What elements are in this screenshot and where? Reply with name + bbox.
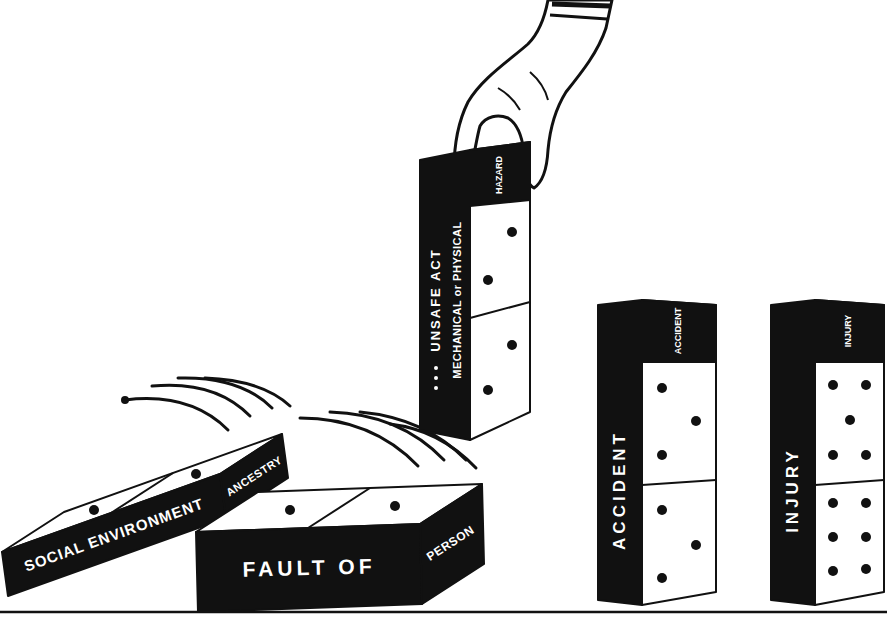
domino-pip	[828, 380, 838, 390]
domino-pip	[657, 450, 667, 460]
cuff-stripe	[552, 4, 610, 6]
cuff-stripe	[550, 15, 607, 19]
domino-side-face	[420, 150, 470, 440]
ellipsis-dot	[434, 366, 438, 370]
domino-pip-face	[642, 300, 716, 605]
domino-divider	[642, 480, 716, 485]
domino-divider	[308, 488, 370, 528]
domino-label: ACCIDENT	[607, 385, 633, 595]
domino-pip	[483, 275, 493, 285]
domino-pip	[507, 227, 517, 237]
motion-line	[178, 378, 272, 408]
domino-pip	[390, 501, 400, 511]
domino-pip	[507, 340, 517, 350]
domino-pip	[657, 383, 667, 393]
domino-pip	[828, 532, 838, 542]
domino-pip	[657, 505, 667, 515]
domino-divider	[470, 302, 530, 318]
motion-line	[125, 399, 228, 430]
domino-label: UNSAFE ACT	[427, 235, 445, 365]
domino-top-cap	[642, 300, 716, 362]
domino-pip	[828, 498, 838, 508]
domino-label: INJURY	[842, 303, 856, 359]
domino-pip	[861, 498, 871, 508]
domino: UNSAFE ACTMECHANICAL or PHYSICAL HAZARD	[415, 140, 535, 445]
domino-front-face	[2, 474, 226, 596]
domino: INJURY INJURY	[767, 296, 887, 610]
motion-mark	[121, 396, 129, 404]
domino-side-face	[598, 300, 642, 605]
knuckle-line	[498, 88, 520, 110]
knuckle-line	[530, 72, 548, 100]
domino-label: FAULT OF	[204, 545, 415, 590]
domino-pip	[845, 415, 855, 425]
domino-label: ACCIDENT	[672, 303, 686, 359]
domino-side-face	[771, 300, 815, 605]
domino-pip-face	[815, 300, 884, 605]
domino-pip	[483, 385, 493, 395]
domino-top-cap	[470, 142, 530, 206]
domino: ACCIDENT ACCIDENT	[594, 296, 720, 610]
domino: FAULT OFPERSON	[190, 478, 490, 618]
ellipsis-dot	[434, 386, 438, 390]
domino-pip	[861, 532, 871, 542]
domino-pip	[657, 573, 667, 583]
motion-line	[152, 385, 250, 416]
domino-top-cap	[815, 300, 884, 362]
domino-pip	[191, 469, 201, 479]
ellipsis-dot	[434, 376, 438, 380]
domino-pip	[285, 505, 295, 515]
domino-pip	[861, 564, 871, 574]
domino-pip	[691, 416, 701, 426]
domino-label: INJURY	[780, 385, 806, 595]
domino-label: MECHANICAL or PHYSICAL	[449, 175, 465, 425]
domino-front-face	[196, 524, 422, 612]
domino-pip	[861, 450, 871, 460]
domino-pip	[828, 566, 838, 576]
domino-pip	[861, 380, 871, 390]
domino-pip	[828, 450, 838, 460]
domino-pip	[691, 540, 701, 550]
domino-divider	[815, 480, 884, 485]
domino-label: HAZARD	[493, 149, 507, 201]
motion-line	[205, 378, 290, 406]
domino-pip-face	[470, 142, 530, 440]
domino-pip	[89, 505, 99, 515]
ground-line	[0, 611, 887, 614]
